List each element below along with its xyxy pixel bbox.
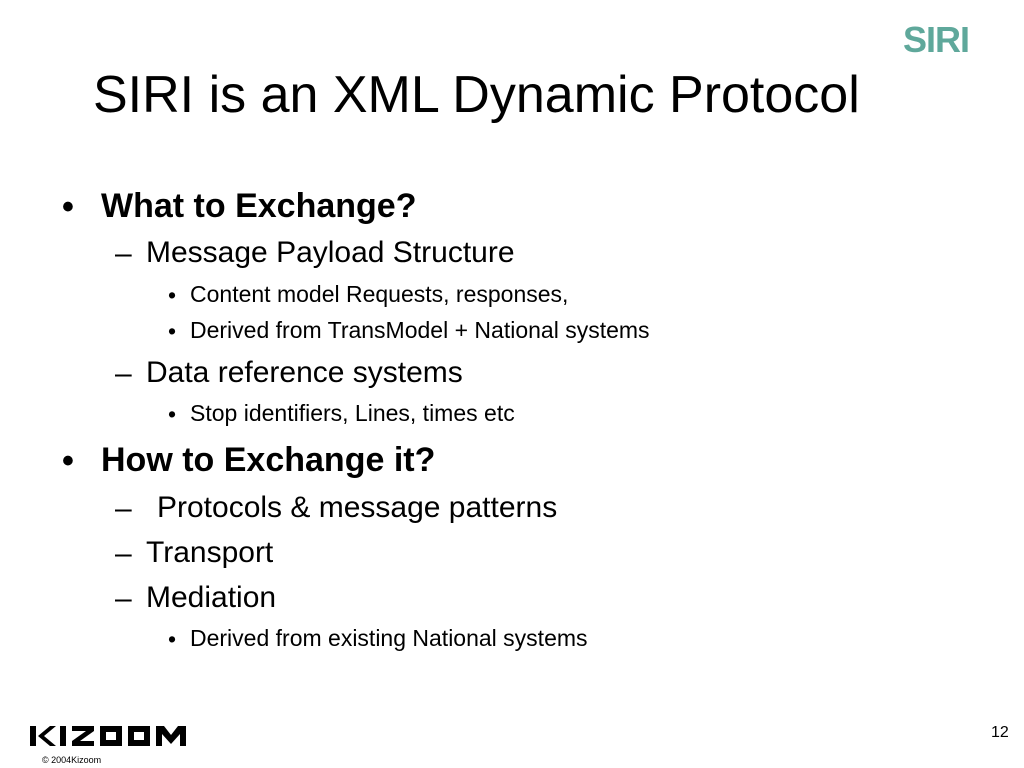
bullet-message-payload-structure: Message Payload Structure — [146, 236, 515, 269]
bullet-marker: • — [168, 401, 177, 427]
dash-marker: – — [115, 237, 132, 270]
bullet-stop-identifiers: Stop identifiers, Lines, times etc — [190, 400, 515, 426]
bullet-derived-from-transmodel: Derived from TransModel + National syste… — [190, 317, 650, 343]
dash-marker: – — [115, 582, 132, 615]
bullet-derived-from-existing: Derived from existing National systems — [190, 625, 588, 651]
dash-marker: – — [115, 492, 132, 525]
copyright-text: © 2004Kizoom — [42, 755, 102, 765]
bullet-protocols: Protocols & message patterns — [157, 491, 558, 524]
bullet-transport: Transport — [146, 536, 274, 569]
bullet-what-to-exchange: What to Exchange? — [101, 187, 417, 225]
page-number: 12 — [991, 724, 1009, 741]
dash-marker: – — [115, 537, 132, 570]
siri-logo: SIRI — [903, 19, 970, 60]
bullet-marker: • — [168, 318, 177, 344]
bullet-marker: • — [168, 282, 177, 308]
bullet-marker: • — [62, 442, 74, 480]
slide-title: SIRI is an XML Dynamic Protocol — [93, 66, 860, 124]
bullet-content-model: Content model Requests, responses, — [190, 281, 569, 307]
bullet-marker: • — [62, 188, 74, 226]
bullet-how-to-exchange: How to Exchange it? — [101, 441, 436, 479]
kizoom-logo — [30, 726, 186, 746]
bullet-marker: • — [168, 626, 177, 652]
bullet-data-reference-systems: Data reference systems — [146, 356, 463, 389]
bullet-mediation: Mediation — [146, 581, 277, 614]
dash-marker: – — [115, 357, 132, 390]
